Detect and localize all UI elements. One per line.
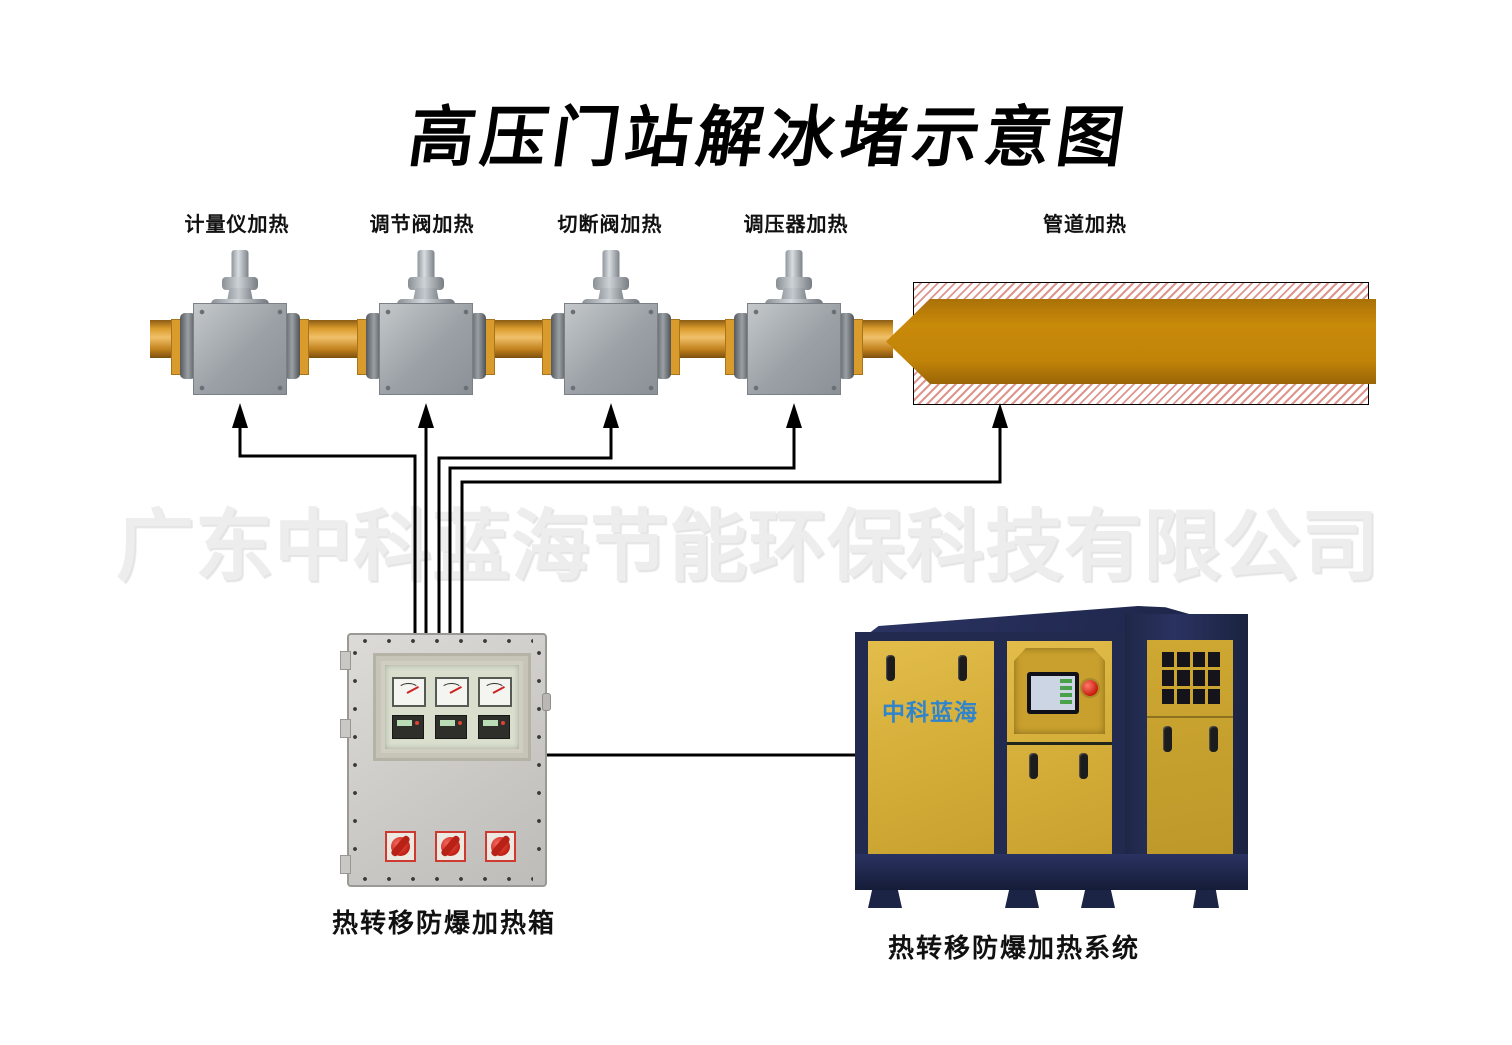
actuator-disc bbox=[776, 277, 812, 290]
panel-handle bbox=[1209, 726, 1218, 752]
actuator-disc bbox=[593, 277, 629, 290]
label-pressure-regulator-heating: 调压器加热 bbox=[743, 214, 849, 236]
machine-foot bbox=[868, 890, 902, 908]
instrument-panel bbox=[385, 665, 519, 749]
panel-handle bbox=[1163, 726, 1172, 752]
actuator-stem bbox=[417, 250, 435, 280]
ammeter-gauge bbox=[392, 677, 426, 707]
heating-control-box bbox=[340, 633, 551, 887]
door-latch bbox=[542, 693, 551, 711]
actuator-stem bbox=[602, 250, 620, 280]
machine-foot bbox=[1193, 890, 1219, 908]
heating-system-unit: 中科蓝海 bbox=[855, 606, 1248, 908]
arrowhead-up bbox=[418, 403, 434, 428]
rotary-switch bbox=[435, 831, 466, 862]
watermark-text: 广东中科蓝海节能环保科技有限公司 bbox=[116, 502, 1381, 590]
label-pipe-heating: 管道加热 bbox=[1043, 214, 1127, 236]
machine-base bbox=[855, 854, 1248, 890]
valve-heating-jacket bbox=[564, 303, 658, 395]
machine-foot bbox=[1005, 890, 1039, 908]
machine-foot bbox=[1081, 890, 1115, 908]
front-right-panel bbox=[1007, 641, 1112, 865]
vent-grille bbox=[1162, 652, 1220, 704]
panel-divider bbox=[1147, 716, 1233, 718]
panel-divider bbox=[1007, 742, 1112, 745]
valve-flange bbox=[734, 313, 750, 379]
label-heater-system: 热转移防爆加热系统 bbox=[888, 933, 1141, 963]
valve-flange bbox=[470, 313, 486, 379]
front-left-panel: 中科蓝海 bbox=[868, 641, 994, 865]
valve-heating-jacket bbox=[193, 303, 287, 395]
emergency-stop-button bbox=[1082, 680, 1098, 696]
screw-row bbox=[361, 875, 533, 883]
hinge bbox=[340, 651, 351, 670]
valve-flange bbox=[655, 313, 671, 379]
brand-logo: 中科蓝海 bbox=[882, 699, 978, 725]
temperature-controller bbox=[478, 715, 510, 739]
touchscreen bbox=[1027, 672, 1079, 714]
arrowhead-up bbox=[992, 403, 1008, 428]
valve-flange bbox=[366, 313, 382, 379]
actuator-neck bbox=[413, 288, 439, 301]
ammeter-gauge bbox=[435, 677, 469, 707]
actuator-disc bbox=[222, 277, 258, 290]
valve-heating-jacket bbox=[747, 303, 841, 395]
machine-front: 中科蓝海 bbox=[855, 632, 1125, 888]
temperature-controller bbox=[392, 715, 424, 739]
valve-flange bbox=[180, 313, 196, 379]
temperature-controller bbox=[435, 715, 467, 739]
actuator-neck bbox=[781, 288, 807, 301]
actuator-neck bbox=[598, 288, 624, 301]
arrowhead-up bbox=[786, 403, 802, 428]
label-shutoff-valve-heating: 切断阀加热 bbox=[557, 214, 663, 236]
label-meter-heating: 计量仪加热 bbox=[184, 214, 290, 236]
panel-handle bbox=[958, 655, 967, 681]
control-recess bbox=[1014, 648, 1105, 734]
screw-row bbox=[361, 637, 533, 645]
screw-row bbox=[535, 649, 543, 871]
actuator-neck bbox=[227, 288, 253, 301]
valve-assembly-shutoff bbox=[542, 250, 680, 396]
valve-heating-jacket bbox=[379, 303, 473, 395]
actuator-disc bbox=[408, 277, 444, 290]
side-panel bbox=[1147, 640, 1233, 864]
valve-assembly-meter bbox=[171, 250, 309, 396]
panel-handle bbox=[1029, 753, 1038, 779]
instrument-window bbox=[373, 653, 531, 761]
valve-flange bbox=[838, 313, 854, 379]
label-heater-box: 热转移防爆加热箱 bbox=[332, 908, 557, 938]
label-regulating-valve-heating: 调节阀加热 bbox=[369, 214, 475, 236]
rotary-switch bbox=[385, 831, 416, 862]
panel-handle bbox=[886, 655, 895, 681]
page-title: 高压门站解冰堵示意图 bbox=[404, 100, 1135, 174]
arrowhead-up bbox=[232, 403, 248, 428]
arrowhead-up bbox=[603, 403, 619, 428]
actuator-stem bbox=[785, 250, 803, 280]
ammeter-gauge bbox=[478, 677, 512, 707]
panel-handle bbox=[1079, 753, 1088, 779]
hinge bbox=[340, 719, 351, 738]
screw-row bbox=[351, 649, 359, 871]
valve-flange bbox=[284, 313, 300, 379]
valve-assembly-regulating bbox=[357, 250, 495, 396]
rotary-switch bbox=[485, 831, 516, 862]
hinge bbox=[340, 855, 351, 874]
valve-assembly-regulator bbox=[725, 250, 863, 396]
main-pipe-section bbox=[886, 299, 1376, 384]
actuator-stem bbox=[231, 250, 249, 280]
machine-side bbox=[1125, 614, 1248, 888]
valve-flange bbox=[551, 313, 567, 379]
